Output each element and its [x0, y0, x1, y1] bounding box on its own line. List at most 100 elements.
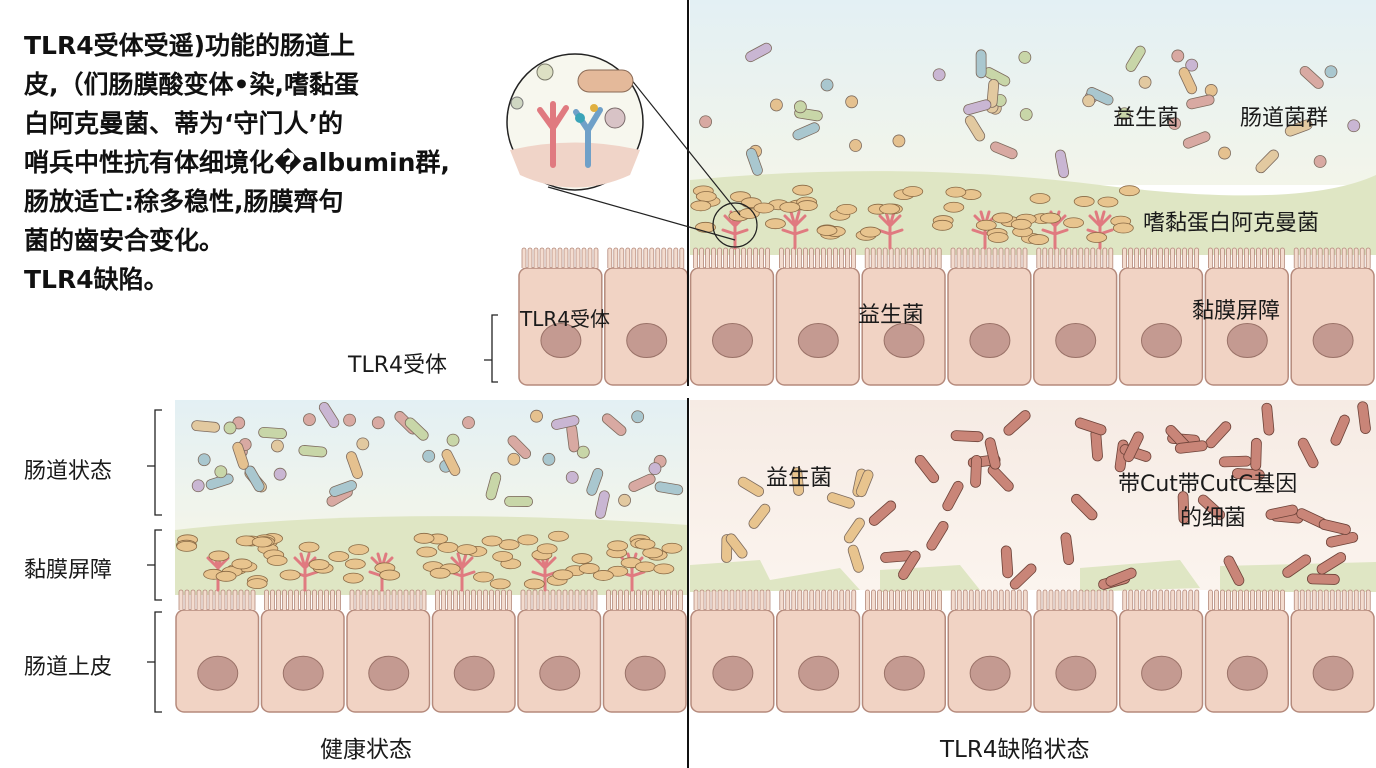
cell-nucleus: [883, 655, 925, 691]
commensal-bacterium: [1186, 94, 1215, 110]
commensal-bacterium: [345, 451, 363, 479]
akkermansia-bacterium: [987, 232, 1009, 243]
commensal-bacterium: [849, 139, 862, 152]
akkermansia-bacterium: [943, 201, 965, 213]
probiotic-bacterium: [826, 492, 855, 509]
cutc-bacterium: [1123, 431, 1144, 463]
akkermansia-bacterium: [456, 544, 478, 555]
akkermansia-bacterium: [536, 543, 558, 555]
commensal-bacterium: [631, 410, 645, 424]
cell-nucleus: [1312, 323, 1354, 359]
cell-nucleus: [1226, 323, 1268, 359]
akkermansia-bacterium: [251, 536, 273, 548]
akkermansia-bacterium: [902, 186, 924, 197]
intro-line: 皮,（们肠膜酸变体•染,嗜黏蛋: [24, 70, 359, 99]
commensal-bacterium: [745, 42, 772, 63]
commensal-bacterium: [565, 470, 579, 484]
akkermansia-bacterium: [328, 551, 350, 562]
akkermansia-bacterium: [975, 219, 997, 231]
akkermansia-bacterium: [413, 532, 435, 544]
cutc-bacterium: [1060, 532, 1075, 566]
commensal-bacterium: [628, 473, 656, 492]
commensal-bacterium: [595, 490, 610, 519]
commensal-bacterium: [1168, 117, 1182, 130]
commensal-bacterium: [318, 402, 340, 429]
cutc-bacterium: [1306, 573, 1340, 585]
commensal-bacterium: [990, 141, 1018, 160]
akkermansia-bacterium: [571, 553, 593, 564]
microvilli: [693, 247, 770, 268]
akkermansia-bacterium: [348, 544, 370, 556]
akkermansia-bacterium: [231, 558, 253, 570]
commensal-bacterium: [303, 413, 316, 426]
commensal-bacterium: [356, 437, 370, 451]
probiotic-bacterium: [725, 533, 748, 559]
label-cutc-bacteria-line2: 的细菌: [1180, 506, 1247, 531]
commensal-bacterium: [271, 439, 284, 453]
cell-nucleus: [626, 323, 668, 359]
akkermansia-bacterium: [523, 578, 545, 590]
akkermansia-bacterium: [489, 578, 511, 590]
commensal-bacterium: [1178, 67, 1198, 95]
probiotic-bacterium: [748, 503, 771, 529]
tlr4-receptor: [876, 210, 904, 250]
akkermansia-bacterium: [690, 200, 712, 212]
label-mucosal-barrier: 黏膜屏障: [24, 558, 113, 583]
cutc-bacterium: [1205, 421, 1232, 449]
cutc-bacterium: [1316, 552, 1347, 575]
cell-nucleus: [969, 323, 1011, 359]
commensal-bacterium: [191, 420, 221, 433]
commensal-bacterium: [1082, 94, 1096, 108]
commensal-bacterium: [601, 413, 627, 436]
commensal-bacterium: [1347, 119, 1361, 133]
cutc-bacterium: [898, 550, 921, 580]
commensal-bacterium: [551, 415, 580, 430]
cutc-bacterium: [1105, 567, 1137, 587]
commensal-bacterium: [1086, 87, 1114, 106]
akkermansia-bacterium: [1040, 212, 1061, 224]
akkermansia-bacterium: [992, 212, 1014, 224]
akkermansia-bacterium: [215, 570, 237, 582]
commensal-bacterium: [932, 68, 946, 82]
microvilli: [264, 589, 341, 610]
microvilli: [1208, 247, 1285, 268]
cell-nucleus: [712, 655, 754, 691]
akkermansia-bacterium: [1073, 196, 1095, 207]
commensal-bacterium: [845, 95, 859, 109]
cutc-bacterium: [1003, 410, 1031, 436]
akkermansia-bacterium: [208, 550, 230, 562]
caption-healthy: 健康状态: [320, 737, 412, 763]
commensal-bacterium: [1313, 155, 1327, 168]
akkermansia-bacterium: [266, 555, 288, 566]
commensal-bacterium: [1324, 65, 1338, 79]
commensal-bacterium: [507, 435, 532, 459]
magnified-tlr4-receptor-red: [537, 101, 569, 168]
probiotic-bacterium: [843, 517, 865, 544]
microvilli: [1293, 247, 1371, 268]
commensal-bacterium: [1171, 49, 1185, 63]
cutc-bacterium: [1197, 494, 1225, 521]
microvilli: [178, 589, 256, 610]
cutc-bacterium: [1231, 468, 1265, 481]
cutc-bacterium: [1177, 491, 1190, 524]
commensal-bacterium: [1138, 75, 1152, 89]
microvilli: [607, 247, 685, 268]
commensal-bacterium: [746, 147, 763, 176]
cutc-bacterium: [1071, 493, 1098, 521]
akkermansia-bacterium: [1097, 196, 1119, 208]
commensal-bacterium: [530, 409, 543, 423]
akkermansia-bacterium: [836, 204, 858, 215]
cutc-bacterium: [1297, 437, 1319, 469]
cell-nucleus: [1226, 655, 1268, 691]
probiotic-bacterium: [855, 469, 874, 498]
akkermansia-bacterium: [473, 571, 494, 583]
microvilli: [779, 589, 857, 610]
intro-line: TLR4缺陷。: [24, 265, 169, 294]
label-top-tlr4-receptor: TLR4受体: [520, 307, 610, 331]
cutc-bacterium: [1325, 531, 1359, 548]
label-bottom-probiotics: 益生菌: [766, 466, 833, 491]
cell-nucleus: [797, 323, 839, 359]
commensal-bacterium: [586, 468, 604, 496]
commensal-bacterium: [343, 413, 356, 427]
commensal-bacterium: [214, 465, 228, 479]
